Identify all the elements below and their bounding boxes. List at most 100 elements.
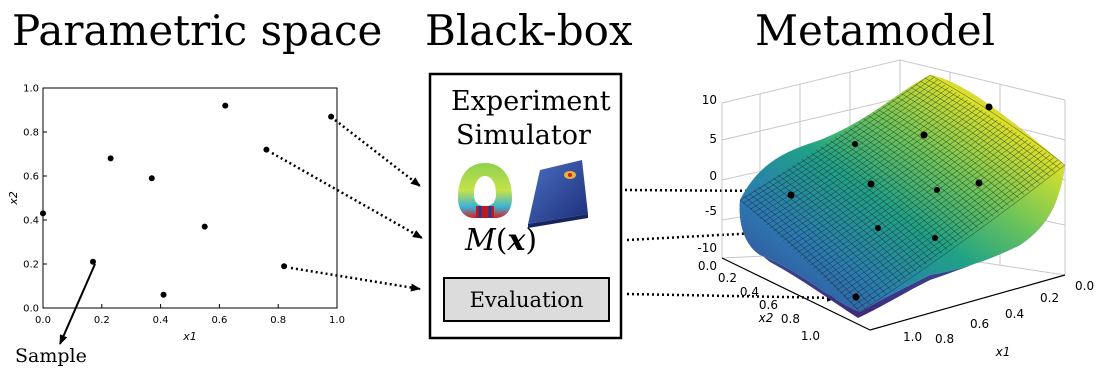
surface-point [787, 191, 795, 199]
surface-point [852, 293, 860, 301]
mesh-line [773, 99, 968, 232]
mesh-line [792, 165, 917, 272]
evaluation-box: Evaluation [443, 277, 610, 322]
mesh-line [839, 149, 1043, 294]
mesh-line [846, 154, 1051, 300]
mesh-line [929, 75, 1065, 166]
mesh-line [739, 75, 931, 201]
mesh-line [756, 87, 949, 216]
mesh-line [843, 152, 1047, 297]
output-arrow-3 [626, 292, 837, 302]
scatter-point [201, 223, 208, 230]
ring-simulation-image [455, 160, 515, 220]
mesh-line [809, 127, 1009, 266]
mesh-line [896, 96, 1030, 191]
mesh-line [786, 109, 983, 244]
mesh-line [787, 168, 912, 276]
sample-arrow [59, 263, 96, 345]
mesh-line [849, 157, 1054, 303]
mesh-line [819, 134, 1021, 275]
model-formula: M(x) [465, 223, 538, 258]
surface-x2-ticks: 0.00.20.40.60.81.0 [698, 259, 820, 343]
surface-x1-tick-label: 0.2 [1040, 291, 1059, 305]
mesh-line [836, 147, 1039, 291]
surface-z-tick-label: -10 [697, 241, 717, 255]
parametric-space-heading: Parametric space [12, 6, 383, 55]
surface-x1-tick-label: 0.6 [970, 317, 989, 331]
mesh-line [829, 142, 1032, 285]
mesh-line [823, 137, 1024, 279]
scatter-y-tick-label: 0.6 [23, 172, 39, 183]
plate-simulation-image [528, 160, 588, 228]
surface-point [852, 141, 858, 147]
mesh-line [777, 174, 902, 283]
scatter-point [107, 155, 114, 162]
mesh-line [744, 196, 866, 309]
mesh-line [776, 102, 972, 235]
scatter-y-ticks: 0.00.20.40.60.81.0 [23, 84, 47, 315]
surface-x1-ticks: 0.00.20.40.60.81.0 [903, 279, 1094, 346]
sample-label: Sample [15, 345, 87, 367]
mesh-line [783, 107, 979, 241]
scatter-y-tick-label: 0.4 [23, 216, 39, 227]
mesh-line [799, 119, 998, 257]
surface-z-tick-label: 10 [702, 93, 717, 107]
input-arrow-3 [290, 266, 421, 292]
mesh-line [813, 129, 1013, 269]
surface-x2-tick-label: 0.6 [759, 298, 778, 312]
mesh-line [759, 89, 953, 219]
surface-x1-tick-label: 0.8 [935, 332, 954, 346]
mesh-line [826, 139, 1028, 282]
surface-floor [721, 257, 1066, 331]
scatter-y-label: x2 [7, 191, 20, 206]
surface-point [932, 235, 938, 241]
scatter-x-tick-label: 0.0 [35, 315, 51, 326]
scatter-point [281, 263, 288, 270]
experiment-label: Experiment [451, 86, 611, 117]
mesh-line [803, 122, 1002, 260]
scatter-plot-frame [42, 87, 338, 309]
black-box-heading: Black-box [425, 6, 633, 55]
mesh-line [853, 159, 1058, 307]
scatter-point [148, 175, 155, 182]
mesh-line [816, 132, 1017, 272]
scatter-point [222, 102, 229, 109]
surface-x1-label: x1 [995, 345, 1011, 359]
scatter-point [89, 258, 96, 265]
scatter-point [40, 210, 46, 217]
scatter-y-tick-label: 1.0 [23, 84, 39, 95]
surface-z-tick-label: 5 [709, 132, 717, 146]
surface-x2-tick-label: 0.2 [718, 271, 737, 285]
mesh-line [793, 114, 991, 251]
mesh-line [920, 80, 1055, 173]
mesh-line [925, 77, 1061, 169]
mesh-line [763, 92, 957, 223]
mesh-line [915, 84, 1050, 177]
mesh-line [766, 94, 961, 226]
mesh-line [739, 199, 861, 312]
scatter-x-tick-label: 1.0 [329, 315, 345, 326]
mesh-line [773, 177, 897, 287]
scatter-y-tick-label: 0.2 [23, 260, 39, 271]
scatter-x-tick-label: 0.2 [94, 315, 110, 326]
mesh-line [806, 124, 1006, 263]
surface-x1-tick-label: 0.0 [1075, 279, 1094, 293]
scatter-point [160, 291, 167, 298]
surface-x2-tick-label: 0.4 [740, 285, 759, 299]
mesh-line [833, 144, 1036, 288]
surface-x2-tick-label: 1.0 [801, 329, 820, 343]
input-arrows [271, 119, 423, 292]
scatter-x-tick-label: 0.4 [153, 315, 169, 326]
input-arrow-2 [271, 151, 423, 240]
surface-z-tick-label: 0 [709, 169, 717, 183]
mesh-line [887, 102, 1020, 199]
mesh-line [877, 109, 1009, 206]
mesh-line [872, 112, 1004, 210]
mesh-line [769, 97, 964, 229]
surface-x2-tick-label: 0.0 [698, 259, 717, 273]
mesh-line [749, 82, 942, 210]
mesh-line [856, 162, 1062, 310]
